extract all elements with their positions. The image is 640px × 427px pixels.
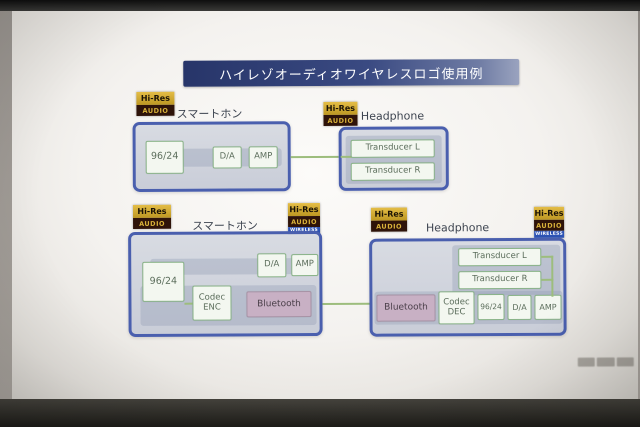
transducer-r-box: Transducer R — [458, 270, 542, 290]
amp-box: AMP — [291, 254, 319, 277]
hires-logo-bottom-text: AUDIO — [133, 217, 172, 229]
source-box: 96/24 — [477, 294, 505, 321]
hires-audio-logo: Hi-Res AUDIO — [370, 207, 408, 232]
transducer-l-box: Transducer L — [350, 139, 435, 158]
slide-title: ハイレゾオーディオワイヤレスロゴ使用例 — [219, 66, 484, 84]
amp-box: AMP — [248, 146, 278, 169]
bluetooth-tx-box: Bluetooth — [246, 291, 312, 318]
headphone-label: Headphone — [425, 221, 490, 235]
hires-audio-wireless-logo: Hi-Res AUDIO WIRELESS — [533, 206, 565, 238]
transducer-r-box: Transducer R — [350, 162, 435, 181]
dac-box: D/A — [507, 294, 532, 321]
headphone-label: Headphone — [360, 109, 425, 123]
source-box: 96/24 — [142, 261, 185, 302]
smartphone-label: スマートホン — [176, 107, 243, 121]
slide-title-banner: ハイレゾオーディオワイヤレスロゴ使用例 — [183, 58, 520, 87]
audio-signal-line — [290, 155, 339, 159]
room-bottom-dark-band — [0, 399, 640, 427]
hires-logo-top-text: Hi-Res — [370, 207, 408, 221]
audio-signal-line — [541, 278, 554, 281]
audio-signal-line — [541, 255, 554, 258]
hires-logo-bottom-text: AUDIO — [288, 215, 321, 228]
hires-logo-top-text: Hi-Res — [533, 206, 565, 220]
amp-box: AMP — [534, 294, 562, 320]
hires-logo-top-text: Hi-Res — [287, 203, 321, 217]
hires-logo-top-text: Hi-Res — [132, 204, 172, 218]
bluetooth-link-line — [322, 302, 370, 305]
source-box: 96/24 — [145, 140, 184, 174]
hires-audio-logo: Hi-Res AUDIO — [132, 204, 172, 229]
room-ceiling-dark-band — [0, 0, 640, 11]
hires-logo-top-text: Hi-Res — [136, 91, 175, 105]
photo-credit-watermark — [577, 357, 634, 367]
hires-logo-bottom-text: AUDIO — [371, 220, 408, 232]
dac-box: D/A — [257, 253, 287, 278]
hires-logo-bottom-text: AUDIO — [534, 219, 565, 231]
codec-enc-box: Codec ENC — [192, 285, 232, 321]
bluetooth-rx-box: Bluetooth — [376, 294, 436, 322]
transducer-l-box: Transducer L — [458, 247, 542, 267]
hires-audio-wireless-logo: Hi-Res AUDIO WIRELESS — [287, 203, 321, 235]
dac-box: D/A — [212, 146, 242, 169]
audio-signal-line — [184, 302, 193, 305]
codec-dec-box: Codec DEC — [438, 291, 475, 325]
audio-signal-line — [551, 255, 554, 297]
